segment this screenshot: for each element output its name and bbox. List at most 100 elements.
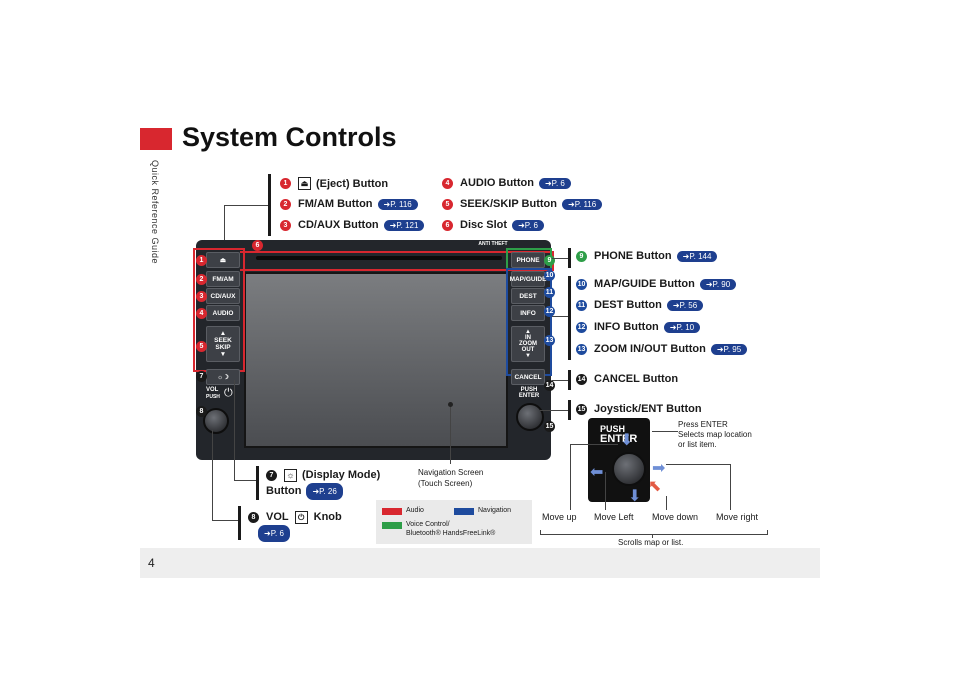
callout-number: 2 xyxy=(280,198,291,210)
page-ref[interactable]: P. 6 xyxy=(538,177,571,189)
page-ref[interactable]: P. 95 xyxy=(710,343,748,355)
callout-number: 4 xyxy=(442,177,453,189)
callout-cdaux: 3 CD/AUX Button P. 121 xyxy=(280,219,425,231)
callout-number: 5 xyxy=(442,198,453,210)
joystick-label: PUSH ENTER xyxy=(600,424,637,445)
navigation-screen[interactable] xyxy=(244,272,508,448)
badge: 12 xyxy=(544,306,555,317)
badge: 6 xyxy=(252,240,263,251)
callout-label: DEST Button xyxy=(594,299,662,311)
page-ref[interactable]: P. 116 xyxy=(561,198,603,210)
navigation-swatch xyxy=(454,508,474,515)
legend-voice-2: Bluetooth® HandsFreeLink® xyxy=(406,530,496,537)
callout-joystick: 15 Joystick/ENT Button xyxy=(576,403,702,415)
phone-button[interactable]: PHONE xyxy=(511,252,545,268)
callout-vol-knob: 8 VOL ⏻ Knob P. 6 xyxy=(248,510,342,542)
callout-label: PHONE Button xyxy=(594,250,672,262)
joystick-knob-large xyxy=(612,452,646,486)
leader-line xyxy=(652,431,678,432)
page-ref[interactable]: P. 6 xyxy=(512,219,544,231)
arrow-press-icon: ⬉ xyxy=(648,478,662,495)
callout-label: Disc Slot xyxy=(460,219,508,231)
callout-label: FM/AM Button xyxy=(298,198,373,210)
badge: 14 xyxy=(544,380,555,391)
fm-am-button[interactable]: FM/AM xyxy=(206,271,240,287)
callout-dest: 11 DEST Button P. 56 xyxy=(576,299,704,311)
info-button[interactable]: INFO xyxy=(511,305,545,321)
leader-line xyxy=(552,316,568,317)
badge: 8 xyxy=(196,406,207,417)
page-ref[interactable]: P. 56 xyxy=(666,299,704,311)
leader-line xyxy=(540,410,568,411)
move-right-label: Move right xyxy=(716,512,759,522)
page-ref[interactable]: P. 90 xyxy=(699,278,737,290)
callout-bracket xyxy=(268,174,271,236)
press-enter-note: Press ENTER Selects map location or list… xyxy=(678,420,752,450)
move-down-label: Move down xyxy=(652,512,699,522)
sidebar-label: Quick Reference Guide xyxy=(150,160,160,265)
leader-line xyxy=(234,480,256,481)
vol-knob[interactable] xyxy=(203,408,229,434)
eject-button[interactable]: ⏏ xyxy=(206,252,240,268)
callout-cancel: 14 CANCEL Button xyxy=(576,373,678,385)
press-enter-label: Press ENTER xyxy=(678,420,728,429)
audio-button[interactable]: AUDIO xyxy=(206,305,240,321)
callout-label: ZOOM IN/OUT Button xyxy=(594,343,706,355)
nav-screen-label-2: (Touch Screen) xyxy=(418,479,473,488)
footer-bar xyxy=(140,548,820,578)
callout-bracket xyxy=(568,248,571,268)
callout-label-2: Button xyxy=(266,485,302,497)
badge: 9 xyxy=(544,255,555,266)
callout-label: (Eject) Button xyxy=(316,177,389,190)
leader-line xyxy=(234,380,235,480)
seek-label: SEEK xyxy=(214,337,232,344)
arrow-left-icon: ⬅ xyxy=(590,464,604,481)
callout-number: 11 xyxy=(576,299,587,311)
callout-map-guide: 10 MAP/GUIDE Button P. 90 xyxy=(576,278,737,290)
page-ref[interactable]: P. 144 xyxy=(676,250,718,262)
leader-line xyxy=(224,205,268,206)
callout-disc-slot: 6 Disc Slot P. 6 xyxy=(442,219,544,231)
callout-bracket xyxy=(238,506,241,540)
select-label-1: Selects map location xyxy=(678,430,752,439)
zoom-label: ZOOM xyxy=(519,341,537,347)
move-up-label: Move up xyxy=(542,512,577,522)
callout-display-mode: 7 ☼ (Display Mode) Button P. 26 xyxy=(266,468,380,500)
zoom-button[interactable]: ▲ IN ZOOM OUT ▼ xyxy=(511,326,545,362)
power-icon: ⏻ xyxy=(224,387,233,399)
nav-screen-label: Navigation Screen (Touch Screen) xyxy=(418,467,483,489)
callout-bracket xyxy=(568,370,571,390)
page-ref[interactable]: P. 116 xyxy=(377,198,418,210)
up-arrow-icon: ▲ xyxy=(219,330,227,337)
joystick-knob[interactable] xyxy=(516,403,544,431)
map-guide-button[interactable]: MAP/GUIDE xyxy=(510,271,546,287)
page-ref[interactable]: P. 10 xyxy=(663,321,701,333)
seek-skip-button[interactable]: ▲ SEEK SKIP ▼ xyxy=(206,326,240,362)
arrow-down-icon: ⬇ xyxy=(628,488,642,505)
legend-audio: Audio xyxy=(406,507,424,514)
zoom-out-label: OUT xyxy=(521,347,535,353)
callout-number: 6 xyxy=(442,219,453,231)
vol-label-group: VOL PUSH xyxy=(206,387,220,401)
cd-aux-button[interactable]: CD/AUX xyxy=(206,288,240,304)
push-enter-label: PUSH ENTER xyxy=(518,387,540,399)
page-ref[interactable]: P. 121 xyxy=(383,219,425,231)
callout-fmam: 2 FM/AM Button P. 116 xyxy=(280,198,418,210)
skip-label: SKIP xyxy=(215,344,231,351)
page-title: System Controls xyxy=(182,122,397,152)
cancel-button[interactable]: CANCEL xyxy=(511,369,545,385)
callout-number: 3 xyxy=(280,219,291,231)
callout-seek: 5 SEEK/SKIP Button P. 116 xyxy=(442,198,603,210)
voice-swatch xyxy=(382,522,402,529)
down-arrow-icon: ▼ xyxy=(219,351,227,358)
leader-line xyxy=(570,444,618,445)
callout-number: 12 xyxy=(576,321,587,333)
callout-bracket xyxy=(568,276,571,360)
page-ref[interactable]: P. 6 xyxy=(258,525,290,542)
callout-label: MAP/GUIDE Button xyxy=(594,278,695,290)
dest-button[interactable]: DEST xyxy=(511,288,545,304)
page-ref[interactable]: P. 26 xyxy=(306,483,343,500)
callout-bracket xyxy=(256,466,259,500)
select-label-2: or list item. xyxy=(678,440,717,449)
badge: 4 xyxy=(196,308,207,319)
